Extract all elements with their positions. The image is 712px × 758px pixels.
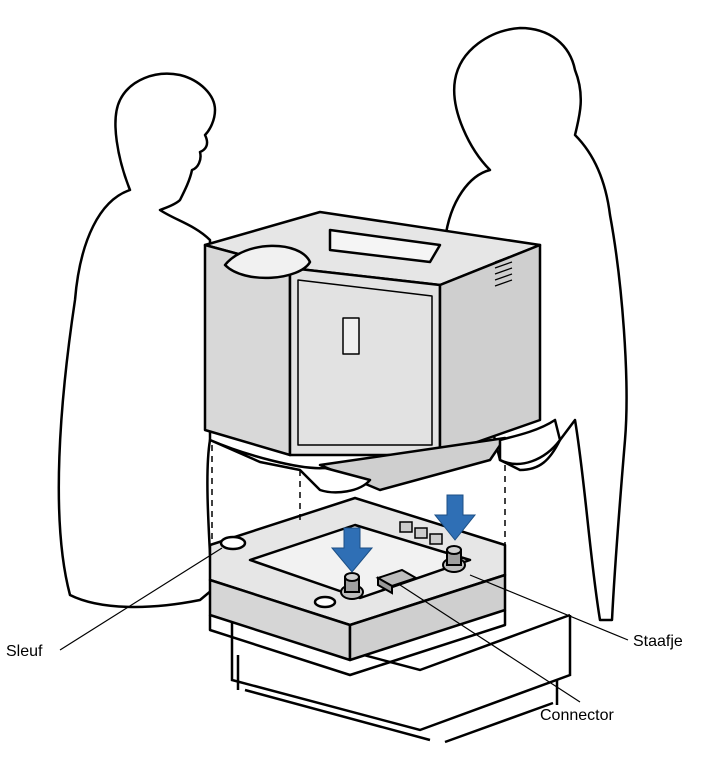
tray-connector-slots (399, 521, 443, 545)
connector-part (375, 568, 419, 595)
printer (203, 210, 542, 492)
arrow-right-down (433, 494, 477, 541)
alignment-pin-right (442, 545, 466, 573)
alignment-pin-left (340, 572, 364, 600)
label-sleuf: Sleuf (6, 643, 43, 660)
arrow-left-down (330, 527, 374, 573)
label-connector: Connector (540, 707, 614, 724)
alignment-guides (211, 445, 506, 545)
hands (208, 418, 562, 494)
callout-lines (59, 547, 629, 703)
label-staafje: Staafje (633, 633, 683, 650)
printer-vent (494, 255, 513, 287)
person-left (57, 72, 217, 609)
